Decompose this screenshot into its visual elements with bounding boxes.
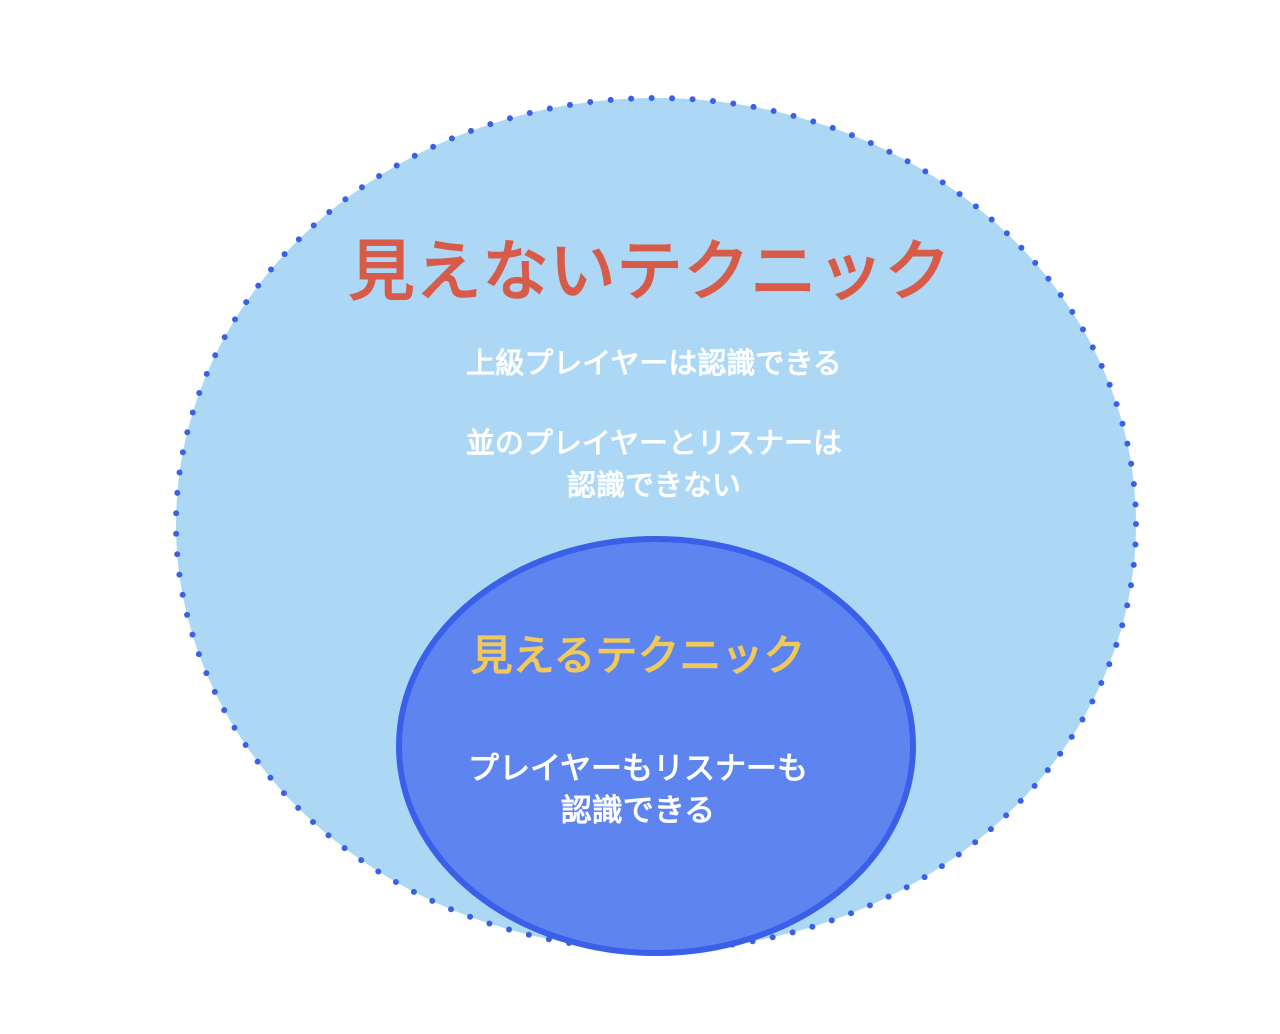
- inner-description-line2: 認識できる: [560, 793, 716, 829]
- inner-description-line1: プレイヤーもリスナーも: [467, 751, 809, 787]
- inner-description: プレイヤーもリスナーも 認識できる: [0, 748, 1278, 832]
- inner-title: 見えるテクニック: [470, 631, 806, 680]
- outer-description-advanced: 上級プレイヤーは認識できる: [466, 346, 842, 380]
- outer-title: 見えないテクニック: [348, 233, 952, 310]
- outer-description-average-line1: 並のプレイヤーとリスナーは: [465, 426, 843, 460]
- outer-description-average: 並のプレイヤーとリスナーは 認識できない: [14, 422, 1280, 506]
- outer-description-average-line2: 認識できない: [566, 468, 741, 502]
- inner-ellipse-visible-techniques: [396, 536, 916, 956]
